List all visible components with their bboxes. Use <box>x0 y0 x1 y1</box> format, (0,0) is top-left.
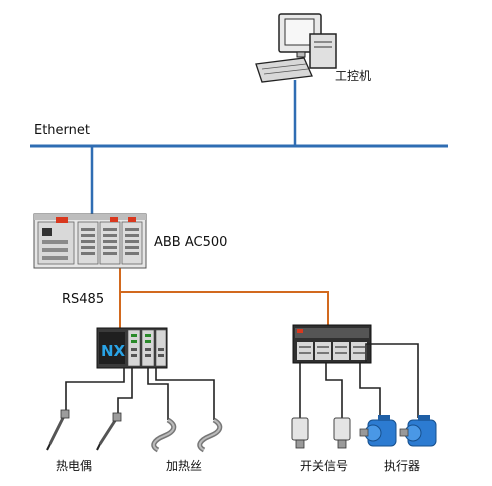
heating-coil-icon <box>151 417 177 453</box>
limit-switch-icon <box>333 417 351 449</box>
thermocouple-label: 热电偶 <box>56 459 92 473</box>
limit-switch-icon <box>291 417 309 449</box>
io-module-icon <box>292 324 372 364</box>
desktop-computer-icon <box>255 13 337 83</box>
field-wiring <box>65 343 419 420</box>
heater-label: 加热丝 <box>166 459 202 473</box>
electric-motor-icon <box>359 415 397 447</box>
heating-coil-icon <box>197 417 223 453</box>
thermocouple-probe-icon <box>46 409 70 451</box>
io-module-icon <box>96 327 168 369</box>
plc-label: ABB AC500 <box>154 235 227 250</box>
electric-motor-icon <box>399 415 437 447</box>
ethernet-label: Ethernet <box>34 123 90 138</box>
actuator-label: 执行器 <box>384 459 420 473</box>
plc-rack-icon <box>33 213 147 269</box>
thermocouple-probe-icon <box>96 412 122 451</box>
nx-module-label: NX <box>101 342 126 360</box>
switch-signal-label: 开关信号 <box>300 459 348 473</box>
rs485-bus <box>119 268 329 330</box>
ethernet-bus <box>30 80 448 214</box>
rs485-label: RS485 <box>62 292 104 307</box>
workstation-label: 工控机 <box>335 69 371 83</box>
